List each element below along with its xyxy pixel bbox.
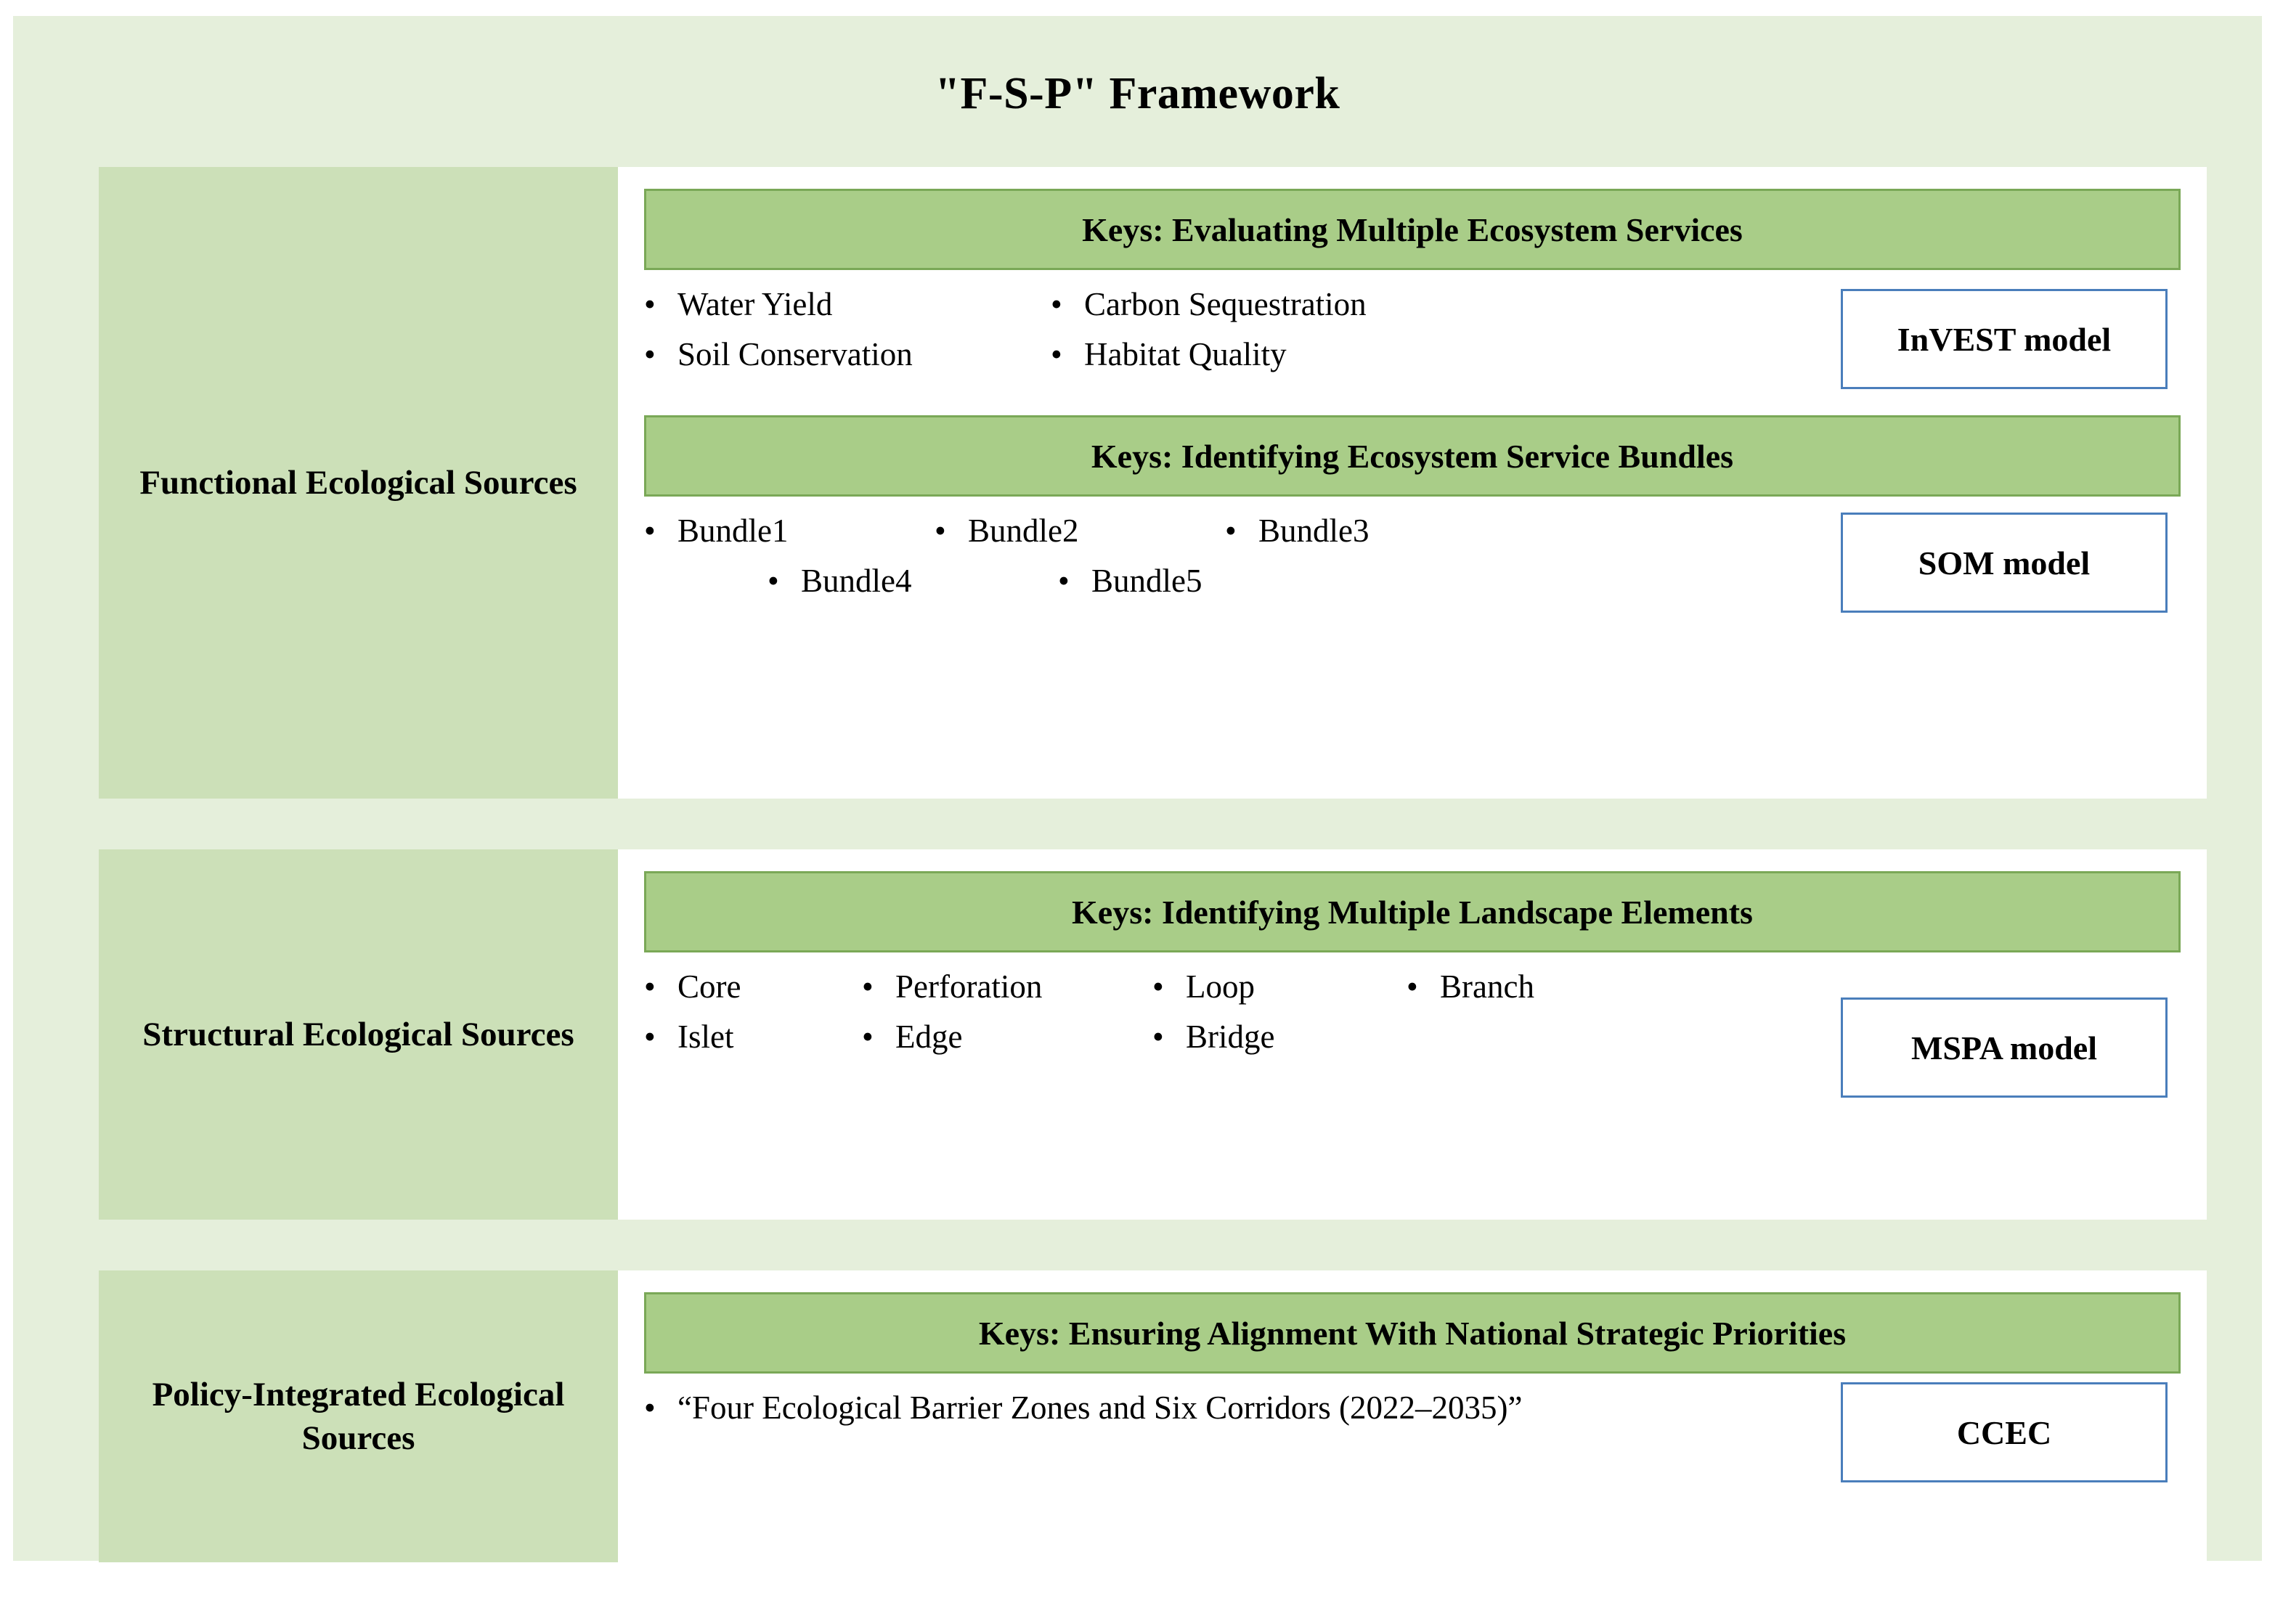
list-item: • Loop [1152, 967, 1407, 1007]
block-ecosystem-services: Keys: Evaluating Multiple Ecosystem Serv… [644, 189, 2181, 415]
list-item-label: Bridge [1186, 1018, 1275, 1055]
bullet-icon: • [862, 968, 874, 1005]
row-functional-ecological-sources: Functional Ecological Sources Keys: Eval… [99, 167, 2207, 799]
list-item-label: Core [677, 968, 741, 1005]
list-item: • Branch [1407, 967, 1803, 1007]
row-label-structural: Structural Ecological Sources [99, 849, 618, 1220]
row-label-functional: Functional Ecological Sources [99, 167, 618, 799]
block-national-priorities: Keys: Ensuring Alignment With National S… [644, 1292, 2181, 1519]
list-item-label: Perforation [895, 968, 1043, 1005]
list-item: • Edge [862, 1017, 1152, 1057]
row-structural-ecological-sources: Structural Ecological Sources Keys: Iden… [99, 849, 2207, 1220]
list-item-label: Bundle2 [968, 513, 1079, 549]
row-content-policy: Keys: Ensuring Alignment With National S… [618, 1270, 2207, 1562]
row-label-text: Functional Ecological Sources [139, 463, 577, 502]
list-item: • Habitat Quality [1051, 335, 1803, 375]
model-box-label: CCEC [1956, 1413, 2052, 1451]
items-grid-national-priorities: • “Four Ecological Barrier Zones and Six… [644, 1388, 2181, 1428]
list-item-label: Habitat Quality [1084, 335, 1287, 372]
list-item: • Perforation [862, 967, 1152, 1007]
block-service-bundles: Keys: Identifying Ecosystem Service Bund… [644, 415, 2181, 642]
list-item: • Bundle5 [935, 561, 1225, 601]
list-item-label: Edge [895, 1018, 963, 1055]
list-item-label: Soil Conservation [677, 335, 913, 372]
list-item: • Bundle1 [644, 511, 935, 551]
bullet-icon: • [644, 1390, 656, 1426]
framework-canvas: "F-S-P" Framework Functional Ecological … [13, 16, 2262, 1562]
model-box-mspa[interactable]: MSPA model [1841, 997, 2168, 1098]
bullet-icon: • [1225, 513, 1237, 549]
list-item: • Bridge [1152, 1017, 1407, 1057]
keys-bar-national-priorities: Keys: Ensuring Alignment With National S… [644, 1292, 2181, 1374]
list-item: • “Four Ecological Barrier Zones and Six… [644, 1388, 1803, 1428]
page-title: "F-S-P" Framework [935, 69, 1340, 118]
bullet-icon: • [644, 968, 656, 1005]
keys-bar-label: Keys: Evaluating Multiple Ecosystem Serv… [1082, 211, 1743, 248]
model-box-label: SOM model [1918, 544, 2091, 582]
list-item: • Bundle2 [935, 511, 1225, 551]
row-policy-integrated-ecological-sources: Policy-Integrated Ecological Sources Key… [99, 1270, 2207, 1562]
model-box-label: InVEST model [1897, 320, 2112, 358]
list-item-label: Bundle5 [1091, 562, 1202, 599]
block-body-service-bundles: • Bundle1 • Bundle2 • Bundle3 • [644, 499, 2181, 642]
items-grid-landscape-elements: • Core • Perforation • Loop • [644, 967, 2181, 1057]
bullet-icon: • [768, 562, 779, 599]
model-box-ccec[interactable]: CCEC [1841, 1382, 2168, 1482]
list-item-label: Bundle1 [677, 513, 789, 549]
block-body-national-priorities: • “Four Ecological Barrier Zones and Six… [644, 1376, 2181, 1519]
row-content-functional: Keys: Evaluating Multiple Ecosystem Serv… [618, 167, 2207, 799]
list-item: • Soil Conservation [644, 335, 1051, 375]
bullet-icon: • [1407, 968, 1418, 1005]
list-item-label: Bundle3 [1258, 513, 1370, 549]
list-item: • Bundle4 [644, 561, 935, 601]
items-grid-service-bundles: • Bundle1 • Bundle2 • Bundle3 • [644, 511, 2181, 601]
bullet-icon: • [862, 1018, 874, 1055]
bullet-icon: • [1152, 1018, 1164, 1055]
bullet-icon: • [935, 513, 946, 549]
bullet-icon: • [1058, 562, 1070, 599]
row-label-text: Structural Ecological Sources [142, 1015, 574, 1053]
list-item-label: “Four Ecological Barrier Zones and Six C… [677, 1390, 1523, 1426]
bullet-icon: • [644, 286, 656, 322]
list-item-label: Water Yield [677, 286, 833, 322]
list-item: • Water Yield [644, 285, 1051, 325]
model-box-som[interactable]: SOM model [1841, 513, 2168, 613]
list-item: • Carbon Sequestration [1051, 285, 1803, 325]
block-landscape-elements: Keys: Identifying Multiple Landscape Ele… [644, 871, 2181, 1098]
row-label-text: Policy-Integrated Ecological Sources [152, 1375, 565, 1457]
keys-bar-landscape-elements: Keys: Identifying Multiple Landscape Ele… [644, 871, 2181, 952]
list-item: • Islet [644, 1017, 862, 1057]
block-body-landscape-elements: • Core • Perforation • Loop • [644, 955, 2181, 1098]
keys-bar-label: Keys: Identifying Ecosystem Service Bund… [1091, 437, 1734, 475]
row-content-structural: Keys: Identifying Multiple Landscape Ele… [618, 849, 2207, 1220]
items-grid-ecosystem-services: • Water Yield • Carbon Sequestration • S… [644, 285, 2181, 375]
keys-bar-service-bundles: Keys: Identifying Ecosystem Service Bund… [644, 415, 2181, 497]
bullet-icon: • [644, 1018, 656, 1055]
bullet-icon: • [644, 513, 656, 549]
list-item-label: Branch [1440, 968, 1534, 1005]
keys-bar-label: Keys: Ensuring Alignment With National S… [978, 1314, 1847, 1352]
bullet-icon: • [1152, 968, 1164, 1005]
keys-bar-label: Keys: Identifying Multiple Landscape Ele… [1072, 893, 1753, 931]
list-item: • Bundle3 [1225, 511, 1803, 551]
list-item-label: Loop [1186, 968, 1255, 1005]
bullet-icon: • [1051, 335, 1062, 372]
model-box-invest[interactable]: InVEST model [1841, 289, 2168, 389]
bullet-icon: • [1051, 286, 1062, 322]
row-label-policy: Policy-Integrated Ecological Sources [99, 1270, 618, 1562]
bullet-icon: • [644, 335, 656, 372]
list-item: • Core [644, 967, 862, 1007]
block-body-ecosystem-services: • Water Yield • Carbon Sequestration • S… [644, 273, 2181, 415]
list-item-label: Carbon Sequestration [1084, 286, 1367, 322]
list-item-label: Islet [677, 1018, 734, 1055]
model-box-label: MSPA model [1911, 1029, 2097, 1066]
list-item-label: Bundle4 [801, 562, 912, 599]
keys-bar-ecosystem-services: Keys: Evaluating Multiple Ecosystem Serv… [644, 189, 2181, 270]
